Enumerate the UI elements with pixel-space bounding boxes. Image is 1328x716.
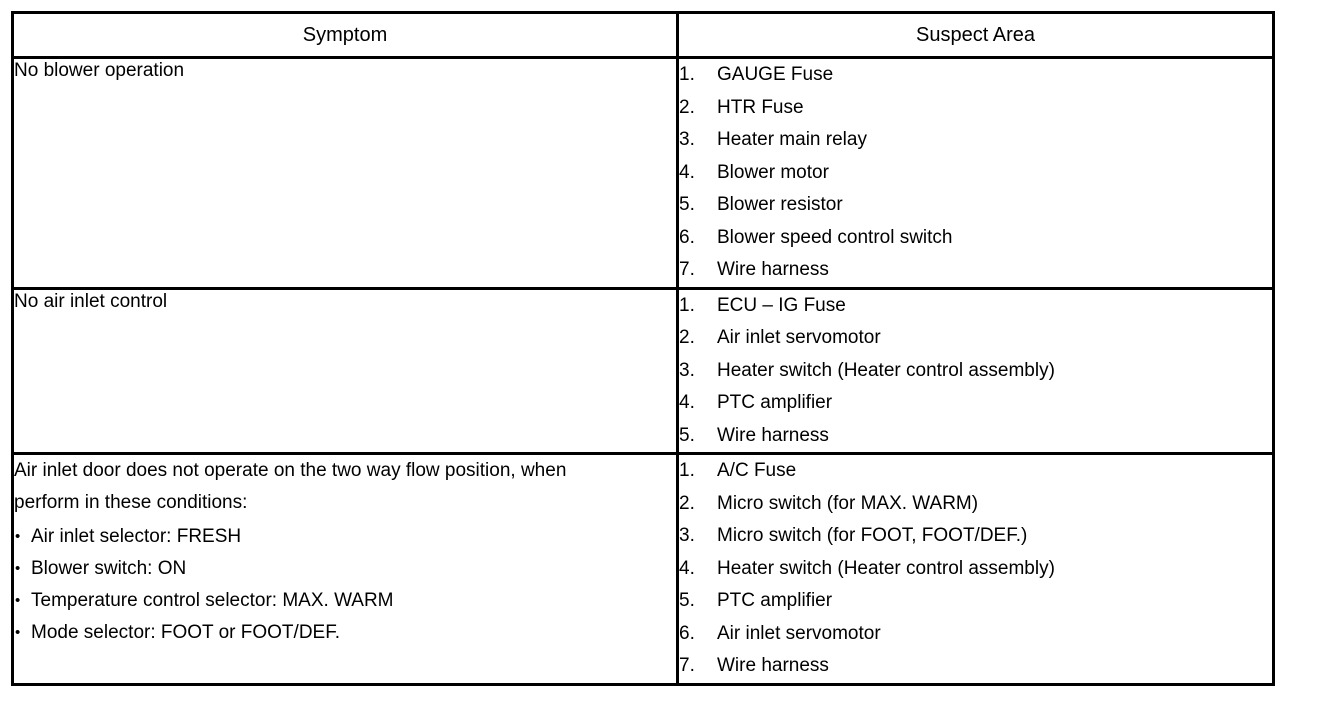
list-item: Blower speed control switch	[679, 222, 953, 254]
list-item: Air inlet servomotor	[679, 618, 881, 650]
list-item: Micro switch (for MAX. WARM)	[679, 488, 979, 520]
suspect-list: A/C Fuse Micro switch (for MAX. WARM) Mi…	[679, 455, 1272, 683]
list-item: PTC amplifier	[679, 585, 833, 617]
table-header: Symptom Suspect Area	[11, 11, 1275, 59]
condition-list: Air inlet selector: FRESH Blower switch:…	[14, 521, 676, 649]
list-item: Air inlet servomotor	[679, 322, 881, 354]
header-row: Symptom Suspect Area	[11, 11, 1275, 59]
list-item: Micro switch (for FOOT, FOOT/DEF.)	[679, 520, 1028, 552]
column-header-symptom: Symptom	[11, 11, 679, 59]
suspect-area-cell: A/C Fuse Micro switch (for MAX. WARM) Mi…	[676, 452, 1275, 686]
table-row: No blower operation GAUGE Fuse HTR Fuse …	[11, 56, 1275, 290]
list-item: A/C Fuse	[679, 455, 797, 487]
list-item: Wire harness	[679, 650, 829, 682]
suspect-area-cell: ECU – IG Fuse Air inlet servomotor Heate…	[676, 286, 1275, 455]
list-item: Blower motor	[679, 157, 829, 189]
list-item: ECU – IG Fuse	[679, 290, 846, 322]
list-item: Air inlet selector: FRESH	[14, 521, 676, 553]
list-item: Heater main relay	[679, 124, 867, 156]
symptom-description-line-2: perform in these conditions:	[14, 492, 248, 513]
symptom-cell: Air inlet door does not operate on the t…	[11, 452, 679, 686]
symptom-text: Air inlet door does not operate on the t…	[14, 455, 676, 649]
symptom-text: No blower operation	[14, 60, 185, 81]
suspect-list: GAUGE Fuse HTR Fuse Heater main relay Bl…	[679, 59, 1272, 287]
table-row: Air inlet door does not operate on the t…	[11, 452, 1275, 686]
list-item: Heater switch (Heater control assembly)	[679, 355, 1055, 387]
suspect-list: ECU – IG Fuse Air inlet servomotor Heate…	[679, 290, 1272, 453]
list-item: Blower resistor	[679, 189, 843, 221]
symptom-description: Air inlet door does not operate on the t…	[14, 455, 676, 519]
symptom-cell: No air inlet control	[11, 286, 679, 455]
symptom-cell: No blower operation	[11, 56, 679, 290]
list-item: Blower switch: ON	[14, 553, 676, 585]
table-row: No air inlet control ECU – IG Fuse Air i…	[11, 286, 1275, 455]
table-body: No blower operation GAUGE Fuse HTR Fuse …	[11, 56, 1275, 686]
list-item: Temperature control selector: MAX. WARM	[14, 585, 676, 617]
symptom-description-line-1: Air inlet door does not operate on the t…	[14, 460, 567, 481]
list-item: Wire harness	[679, 254, 829, 286]
list-item: Mode selector: FOOT or FOOT/DEF.	[14, 617, 676, 649]
list-item: HTR Fuse	[679, 92, 804, 124]
suspect-area-cell: GAUGE Fuse HTR Fuse Heater main relay Bl…	[676, 56, 1275, 290]
column-header-suspect-area: Suspect Area	[676, 11, 1275, 59]
list-item: Wire harness	[679, 420, 829, 452]
symptom-text: No air inlet control	[14, 290, 168, 312]
list-item: Heater switch (Heater control assembly)	[679, 553, 1055, 585]
list-item: PTC amplifier	[679, 387, 833, 419]
troubleshooting-table: Symptom Suspect Area No blower operation…	[11, 11, 1275, 686]
list-item: GAUGE Fuse	[679, 59, 834, 91]
